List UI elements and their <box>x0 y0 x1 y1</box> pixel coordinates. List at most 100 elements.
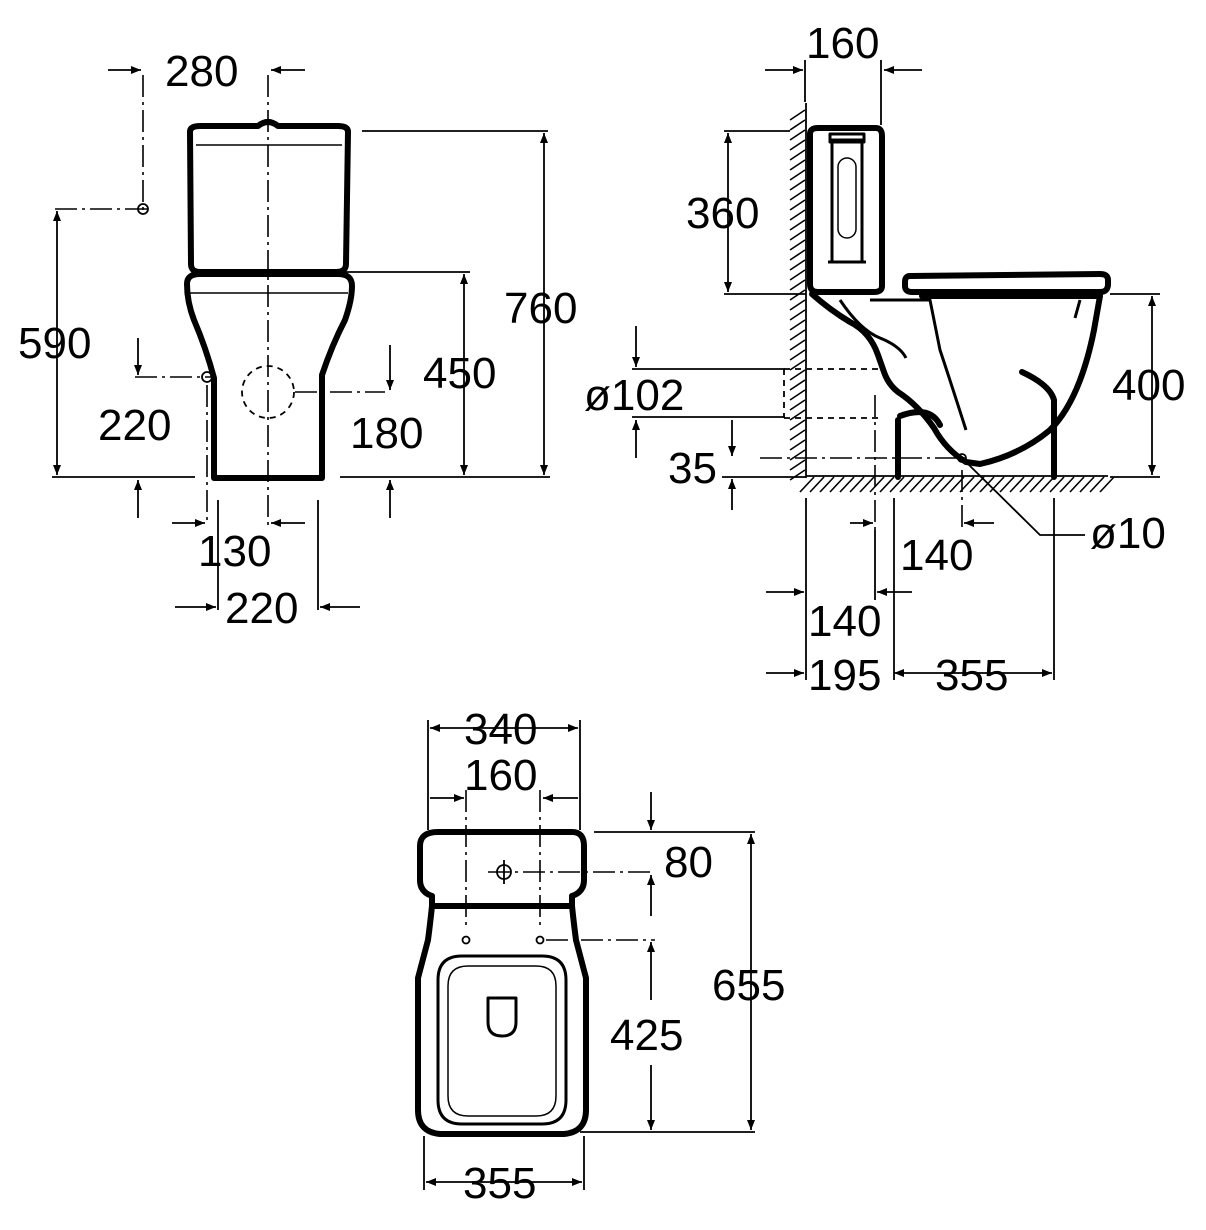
floor-hatch-line <box>839 476 855 493</box>
floor-hatch-line <box>919 476 935 493</box>
wall-hatch-line <box>789 249 806 261</box>
floor-hatch-line <box>1009 476 1025 493</box>
front-view: 280 760 590 450 220 180 130 220 <box>18 47 577 633</box>
wall-hatch-line <box>789 139 806 151</box>
bowl-top-outline <box>415 903 589 1137</box>
dim-220b-label: 220 <box>225 584 298 633</box>
seat-fixing-right <box>535 935 545 945</box>
floor-hatch-line <box>909 476 925 493</box>
outlet-lower <box>897 409 943 428</box>
floor-hatch-line <box>809 476 825 493</box>
floor-hatch-line <box>969 476 985 493</box>
floor-hatch-line <box>899 476 915 493</box>
bowl-trap-inner <box>870 298 968 431</box>
bowl-outline <box>184 271 355 481</box>
dim-top-160-label: 160 <box>464 751 537 800</box>
dim-180-label: 180 <box>350 409 423 458</box>
floor-hatch-line <box>889 476 905 493</box>
dim-280-label: 280 <box>165 47 238 96</box>
wall-hatch-line <box>789 219 806 231</box>
floor-hatch-line <box>1079 476 1095 493</box>
seat-fixing-left <box>461 935 471 945</box>
wall-hatch-line <box>789 109 806 121</box>
dim-400-label: 400 <box>1112 361 1185 410</box>
dim-425-label: 425 <box>610 1011 683 1060</box>
wall-hatch-line <box>789 369 806 381</box>
floor-hatch-line <box>849 476 865 493</box>
wall-hatch <box>789 103 807 481</box>
dim-side-160-label: 160 <box>806 19 879 68</box>
dim-140a-label: 140 <box>900 531 973 580</box>
wall-hatch-line <box>789 269 806 281</box>
wall-hatch-line <box>789 389 806 401</box>
wall-hatch-line <box>789 359 806 371</box>
flush-valve-window <box>837 157 857 239</box>
seat-top-outer <box>436 954 568 1126</box>
outlet-hidden-circle <box>241 365 295 419</box>
wall-hatch-line <box>789 149 806 161</box>
cistern-top-outline <box>417 829 587 909</box>
floor-hatch-line <box>929 476 945 493</box>
floor-hatch-line <box>829 476 845 493</box>
floor-hatch-line <box>989 476 1005 493</box>
wall-hatch-line <box>789 189 806 201</box>
wall-hatch-line <box>789 199 806 211</box>
wall-hatch-line <box>789 419 806 431</box>
wall-hatch-line <box>789 349 806 361</box>
floor-hatch-line <box>1069 476 1085 493</box>
floor-fixing-hole <box>957 453 967 463</box>
wall-hatch-line <box>789 459 806 471</box>
wall-hatch-line <box>789 439 806 451</box>
floor-hatch-line <box>1059 476 1075 493</box>
hole-leader <box>965 461 1085 536</box>
dim-220a-label: 220 <box>98 401 171 450</box>
floor-hatch-line <box>979 476 995 493</box>
wall-hatch-line <box>789 319 806 331</box>
wall-hatch-line <box>789 289 806 301</box>
dim-340-label: 340 <box>464 705 537 754</box>
dim-35-label: 35 <box>668 444 717 493</box>
wall-hatch-line <box>789 159 806 171</box>
wall-hatch-line <box>789 449 806 461</box>
floor-hatch-line <box>1089 476 1105 493</box>
wall-hatch-line <box>789 259 806 271</box>
floor-hatch-line <box>999 476 1015 493</box>
trap-channel <box>838 299 908 359</box>
floor-hatch-line <box>799 476 815 493</box>
wall-hatch-line <box>789 129 806 141</box>
dim-hole-label: ø10 <box>1090 509 1166 558</box>
wall-hatch-line <box>789 329 806 341</box>
wall-hatch-line <box>789 469 806 481</box>
wall-hatch-line <box>789 179 806 191</box>
floor-hatch-line <box>1099 476 1115 493</box>
dim-655-label: 655 <box>712 961 785 1010</box>
floor-hatch-line <box>819 476 835 493</box>
dim-top-355-label: 355 <box>463 1159 536 1208</box>
foot-rear <box>1019 369 1057 480</box>
floor-hatch-line <box>879 476 895 493</box>
dim-760-label: 760 <box>504 284 577 333</box>
floor-hatch-line <box>1039 476 1055 493</box>
wall-hatch-line <box>789 379 806 391</box>
wall-fixing-point <box>137 203 149 215</box>
floor-hatch-line <box>939 476 955 493</box>
seat-opening <box>486 996 518 1038</box>
dim-80-label: 80 <box>664 838 713 887</box>
top-view: 340 160 80 655 425 355 <box>415 705 785 1208</box>
wall-hatch-line <box>789 339 806 351</box>
floor-hatch-line <box>859 476 875 493</box>
wall-hatch-line <box>789 409 806 421</box>
dim-pipe-label: ø102 <box>584 371 684 420</box>
wall-hatch-line <box>789 429 806 441</box>
floor-hatch-line <box>869 476 885 493</box>
floor-hatch-line <box>1019 476 1035 493</box>
dim-140b-label: 140 <box>808 597 881 646</box>
floor-hatch <box>799 475 1115 493</box>
dim-195-label: 195 <box>808 651 881 700</box>
wall-hatch-line <box>789 399 806 411</box>
side-view: 160 360 ø102 400 35 ø10 140 140 195 355 <box>584 19 1185 700</box>
seat-top-inner <box>447 965 557 1117</box>
cistern-side-outline <box>807 125 885 295</box>
seat-lid-side <box>902 271 1111 295</box>
